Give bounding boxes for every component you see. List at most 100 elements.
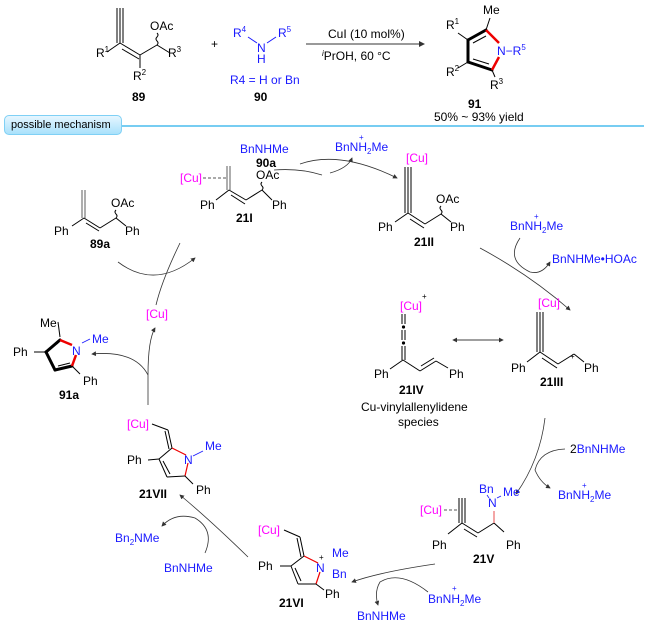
species-21VI: [Cu] N + Me Bn Ph Ph 21VI (258, 523, 349, 610)
svg-text:OAc: OAc (436, 192, 459, 206)
svg-text:R3: R3 (490, 77, 504, 92)
svg-text:Bn: Bn (479, 482, 494, 496)
plus-charge: + (359, 133, 364, 142)
svg-text:BnNH2Me: BnNH2Me (558, 488, 611, 504)
compound-label-90: 90 (254, 90, 268, 104)
species-21IV: [Cu] + Ph Ph 21IV Cu-vinylallenylidene s… (361, 292, 468, 429)
svg-text:Ph: Ph (449, 367, 464, 381)
label-21II: 21II (414, 235, 434, 249)
label-21V: 21V (473, 552, 494, 566)
species-21III: [Cu] Ph Ph + 21III (511, 296, 599, 389)
section-banner-possible-mechanism: possible mechanism (4, 115, 122, 135)
svg-text:Me: Me (205, 439, 222, 453)
label-21IV: 21IV (399, 383, 424, 397)
svg-text:Ph: Ph (432, 538, 447, 552)
svg-text:N: N (257, 41, 266, 55)
reagent-ammonium-out-1: BnNH2Me (335, 140, 388, 156)
svg-text:[Cu]: [Cu] (180, 171, 202, 185)
svg-text:OAc: OAc (111, 196, 134, 210)
species-21II: [Cu] Ph Ph OAc 21II (378, 151, 465, 249)
label-91a: 91a (59, 388, 79, 402)
plus-sign: + (211, 37, 218, 51)
reaction-arrow: CuI (10 mol%) iPrOH, 60 °C (306, 27, 425, 63)
svg-text:Me: Me (503, 485, 520, 499)
svg-text:N: N (488, 496, 497, 510)
reagent-salt-out: BnNHMe•HOAc (552, 252, 637, 266)
species-21VII: [Cu] N Me Ph Ph 21VII (127, 417, 222, 501)
svg-text:Ph: Ph (83, 374, 98, 388)
svg-text:Ph: Ph (378, 220, 393, 234)
label-21VII: 21VII (139, 487, 167, 501)
label-89a: 89a (90, 237, 110, 251)
plus-charge: + (582, 481, 587, 490)
svg-text:R3: R3 (168, 45, 182, 60)
reagent-ammonium-in-4: BnNH (428, 592, 460, 606)
species-89a: Ph Ph OAc 89a (54, 190, 140, 251)
regenerated-cu: [Cu] (146, 307, 168, 321)
svg-text:Ph: Ph (450, 220, 465, 234)
reactant-90: R4 R5 N H R4 = H or Bn 90 (230, 25, 300, 104)
svg-text:Ph: Ph (127, 453, 142, 467)
svg-text:[Cu]: [Cu] (400, 299, 422, 313)
svg-text:R4: R4 (233, 25, 247, 40)
species-91a: Me N Me Ph Ph 91a (13, 316, 109, 402)
svg-text:Ph: Ph (196, 483, 211, 497)
label-90a: 90a (256, 156, 276, 170)
reagent-two-amine: BnNHMe (577, 442, 626, 456)
cation-charge: + (570, 352, 575, 361)
svg-text:N: N (72, 344, 81, 358)
svg-text:Ph: Ph (511, 361, 526, 375)
reagent-bnnhme: BnNHMe (240, 142, 289, 156)
svg-text:R1: R1 (446, 17, 460, 32)
svg-text:OAc: OAc (256, 168, 279, 182)
svg-text:[Cu]: [Cu] (538, 296, 560, 310)
svg-text:Ph: Ph (13, 345, 28, 359)
product-91: Me R1 R2 R3 N−R5 91 50% ~ 93% yield (434, 3, 526, 124)
label-21I: 21I (236, 211, 253, 225)
svg-text:Ph: Ph (125, 224, 140, 238)
label-21VI: 21VI (279, 596, 304, 610)
svg-text:[Cu]: [Cu] (406, 151, 428, 165)
svg-text:Ph: Ph (258, 559, 273, 573)
svg-text:iPrOH, 60 °C: iPrOH, 60 °C (322, 49, 391, 63)
svg-text:R1: R1 (96, 45, 110, 60)
reagent-bn2nme: Bn (115, 531, 130, 545)
solvent-prefix: i (322, 49, 324, 58)
section-title: possible mechanism (11, 119, 111, 131)
svg-text:+: + (422, 292, 427, 301)
caption-line1: Cu-vinylallenylidene (361, 400, 468, 414)
svg-text:Ph: Ph (54, 224, 69, 238)
caption-line2: species (398, 415, 439, 429)
svg-text:[Cu]: [Cu] (420, 503, 442, 517)
svg-text:Ph: Ph (200, 198, 215, 212)
label-21III: 21III (540, 375, 563, 389)
reagent-ammonium-out-3: BnNH (558, 488, 590, 502)
svg-text:H: H (257, 52, 266, 66)
svg-text:Bn2NMe: Bn2NMe (115, 531, 160, 547)
svg-text:BnNH2Me: BnNH2Me (428, 592, 481, 608)
svg-text:Ph: Ph (374, 367, 389, 381)
svg-text:R5: R5 (278, 25, 292, 40)
reagent-two-coefficient: 2 (570, 442, 577, 456)
reactant-89: R1 R2 R3 OAc 89 (96, 8, 182, 104)
section-divider (122, 125, 644, 127)
svg-text:[Cu]: [Cu] (127, 417, 149, 431)
svg-text:R2: R2 (446, 64, 460, 79)
reagent-amine-out-4: BnNHMe (357, 609, 406, 623)
svg-text:R2: R2 (133, 68, 147, 83)
reagent-amine-in-5: BnNHMe (164, 561, 213, 575)
svg-text:Ph: Ph (272, 198, 287, 212)
solvent-text: PrOH, 60 °C (324, 49, 391, 63)
svg-text:N: N (316, 561, 325, 575)
r4-note: R4 = H or Bn (230, 73, 300, 87)
svg-text:Ph: Ph (325, 587, 340, 601)
reagent-ammonium-in-2: BnNH (510, 219, 542, 233)
svg-text:+: + (319, 553, 324, 562)
oac-group: OAc (150, 19, 173, 33)
svg-text:Me: Me (40, 316, 57, 330)
svg-text:BnNH2Me: BnNH2Me (510, 219, 563, 235)
plus-charge: + (534, 212, 539, 221)
species-21I: [Cu] Ph Ph OAc 21I (180, 166, 287, 225)
svg-text:2BnNHMe: 2BnNHMe (570, 442, 626, 456)
